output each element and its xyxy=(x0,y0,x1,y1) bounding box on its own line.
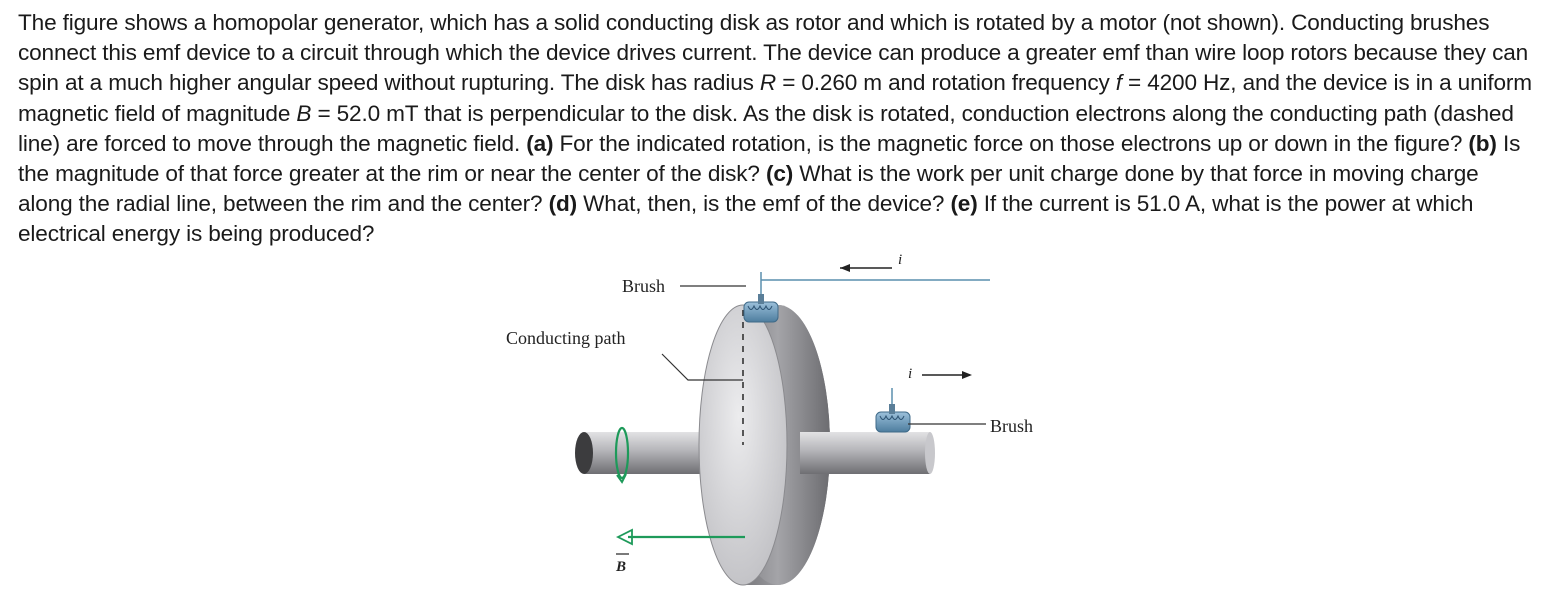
variable-R: R xyxy=(759,70,777,96)
conducting-disk xyxy=(698,304,830,586)
part-c-label: (c) xyxy=(765,161,794,187)
label-brush-top: Brush xyxy=(622,276,665,296)
part-d-label: (d) xyxy=(548,191,578,217)
problem-statement: The figure shows a homopolar generator, … xyxy=(18,8,1533,250)
part-a-label: (a) xyxy=(526,130,554,156)
label-brush-right: Brush xyxy=(990,416,1033,436)
part-e-question: If the current is 51.0 A, what is the po… xyxy=(18,191,1474,247)
part-d-question: What, then, is the emf of the device? xyxy=(577,191,951,217)
variable-B: B xyxy=(296,100,312,126)
current-label-right: i xyxy=(908,366,912,382)
shaft-right xyxy=(800,432,935,474)
part-a-question: For the indicated rotation, is the magne… xyxy=(553,130,1469,156)
part-b-question: Is the magnitude of that force greater a… xyxy=(18,130,1521,187)
current-arrow-right-icon xyxy=(922,371,972,379)
homopolar-generator-figure: i i B Brush Conducting path Brush xyxy=(506,252,1033,586)
variable-f: f xyxy=(1115,70,1122,96)
rotation-arrow-icon xyxy=(614,426,630,484)
problem-intro: The figure shows a homopolar generator, … xyxy=(18,10,1529,96)
current-label-top: i xyxy=(898,252,902,268)
field-value-text: = 52.0 mT that is perpendicular to the d… xyxy=(18,100,1514,156)
part-c-question: What is the work per unit charge done by… xyxy=(18,161,1479,217)
leader-conducting-path xyxy=(661,353,743,381)
label-conducting-path: Conducting path xyxy=(506,328,626,348)
part-b-label: (b) xyxy=(1468,130,1497,156)
top-brush xyxy=(743,272,779,323)
right-brush xyxy=(875,388,911,433)
radius-value-text: = 0.260 m and rotation frequency xyxy=(776,70,1116,96)
part-e-label: (e) xyxy=(950,191,978,217)
field-label: B xyxy=(615,559,626,575)
current-arrow-top-icon xyxy=(840,264,892,272)
frequency-value-text: = 4200 Hz, and the device is in a unifor… xyxy=(18,70,1532,126)
magnetic-field-arrow-icon xyxy=(615,528,745,546)
